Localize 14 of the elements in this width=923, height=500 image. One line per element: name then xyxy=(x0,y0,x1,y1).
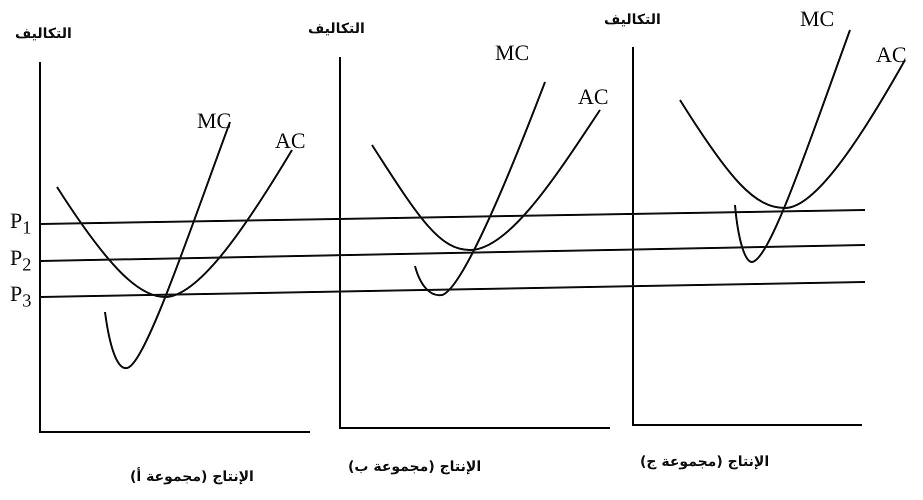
curve-label: MC xyxy=(197,110,232,132)
axis-title: التكاليف xyxy=(15,27,72,41)
curve-label: AC xyxy=(876,44,907,66)
axis-title: التكاليف xyxy=(308,22,365,36)
axis-title: التكاليف xyxy=(604,13,661,27)
price-label: P$_{1}$ xyxy=(10,210,32,237)
price-label: P$_{2}$ xyxy=(10,247,32,274)
price-label: P$_{3}$ xyxy=(10,283,32,310)
curve-label: AC xyxy=(578,86,609,108)
curve-label: AC xyxy=(275,130,306,152)
curve-label: MC xyxy=(495,42,530,64)
curve-label: MC xyxy=(800,8,834,30)
axis-title: الإنتاج (مجموعة ب) xyxy=(348,460,482,474)
axis-title: الإنتاج (مجموعة ج) xyxy=(640,455,770,469)
